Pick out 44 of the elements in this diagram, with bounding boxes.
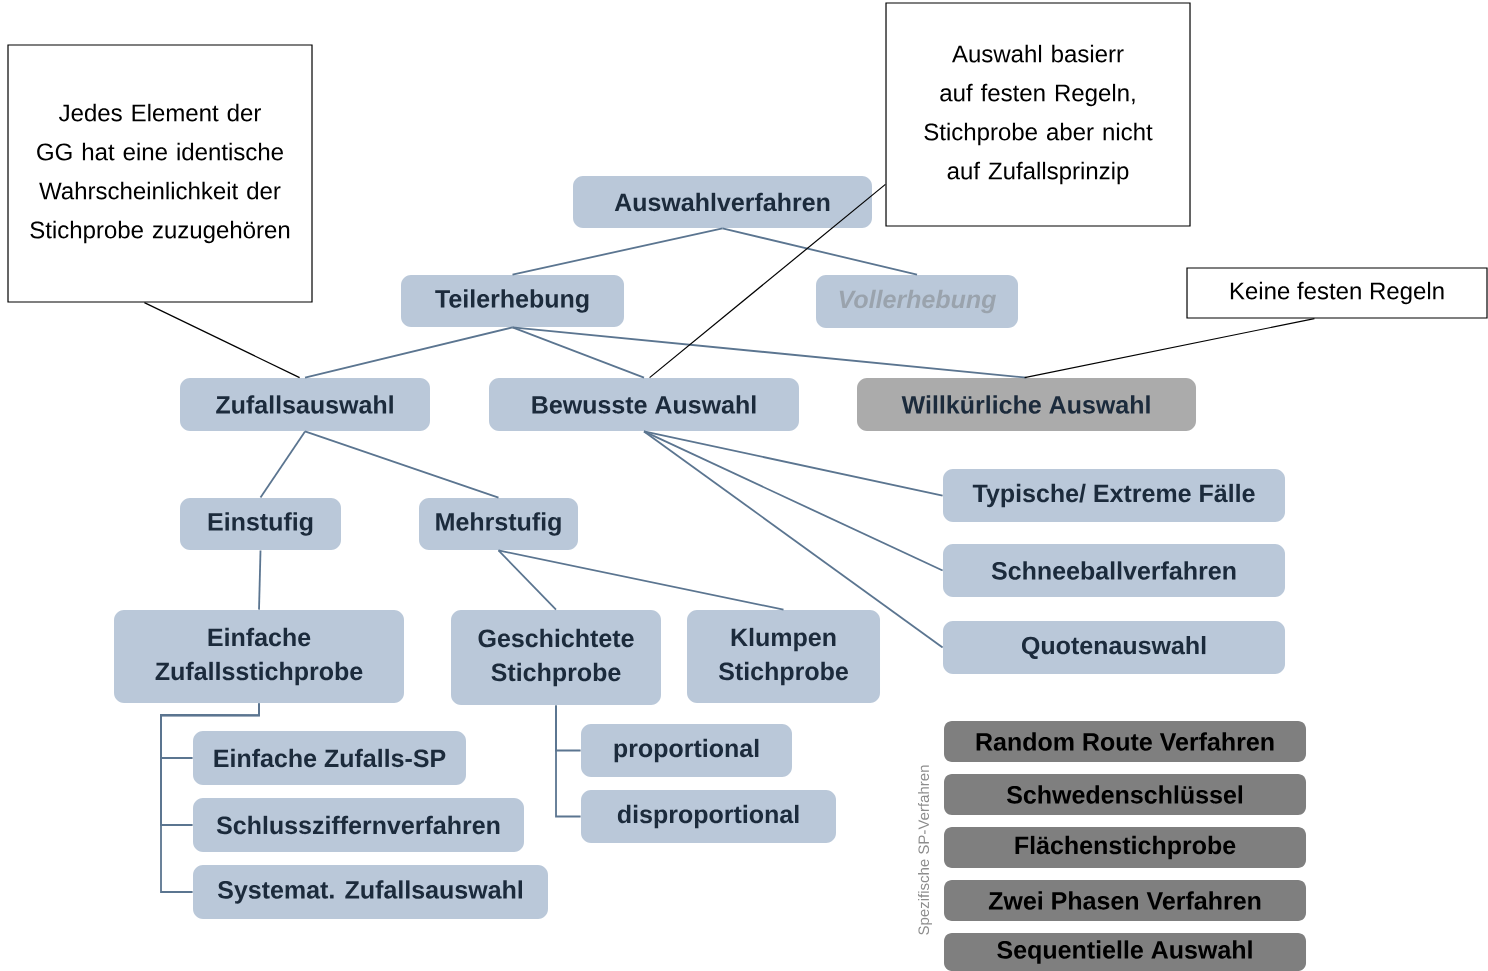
callout-box: Keine festen Regeln (1186, 267, 1488, 319)
connector-line (304, 326, 514, 379)
method-box: Sequentielle Auswahl (944, 933, 1306, 971)
category-box: Geschichtete Stichprobe (451, 610, 661, 705)
category-box: Willkürliche Auswahl (857, 378, 1196, 431)
side-label: Spezifische SP-Verfahren (918, 765, 932, 935)
category-box: Einfache Zufallsstichprobe (114, 610, 404, 703)
leader-line (649, 183, 886, 379)
connector-line (304, 430, 500, 499)
category-box: Bewusste Auswahl (489, 378, 799, 431)
connector-line (721, 227, 918, 276)
category-box: disproportional (581, 790, 836, 843)
connector-line (497, 549, 557, 611)
category-box: Klumpen Stichprobe (687, 610, 880, 703)
connector-line (555, 704, 582, 818)
category-box: Zufallsauswahl (180, 378, 430, 431)
connector-line (259, 430, 306, 499)
connector-line (160, 702, 260, 893)
connector-line (643, 430, 944, 497)
category-box: Schlussziffernverfahren (193, 798, 524, 852)
connector-line (511, 326, 1028, 379)
category-box: proportional (581, 724, 792, 777)
method-box: Zwei Phasen Verfahren (944, 880, 1306, 921)
leader-line (143, 302, 301, 379)
method-box: Flächenstichprobe (944, 827, 1306, 868)
callout-box: Jedes Element der GG hat eine identische Wahrscheinlichkeit der Stichprobe zuzugehören (7, 44, 313, 303)
category-box: Systemat. Zufallsauswahl (193, 865, 548, 919)
category-box: Mehrstufig (419, 498, 578, 550)
category-box: Einstufig (180, 498, 341, 550)
connector-line (497, 549, 785, 611)
connector-line (643, 430, 944, 649)
method-box: Random Route Verfahren (944, 721, 1306, 762)
category-box: Quotenauswahl (943, 621, 1285, 674)
category-box: Einfache Zufalls-SP (193, 731, 466, 785)
connector-line (511, 227, 724, 276)
category-box: Typische/ Extreme Fälle (943, 469, 1285, 522)
connector-line (258, 549, 262, 611)
category-box: Schneeballverfahren (943, 544, 1285, 597)
method-box: Schwedenschlüssel (944, 774, 1306, 815)
category-box: Teilerhebung (401, 275, 624, 327)
category-box: Auswahlverfahren (573, 176, 872, 228)
leader-line (1024, 318, 1315, 379)
connector-line (511, 326, 645, 379)
callout-box: Auswahl basierr auf festen Regeln, Stichprobe aber nicht auf Zufallsprinzip (885, 2, 1191, 227)
